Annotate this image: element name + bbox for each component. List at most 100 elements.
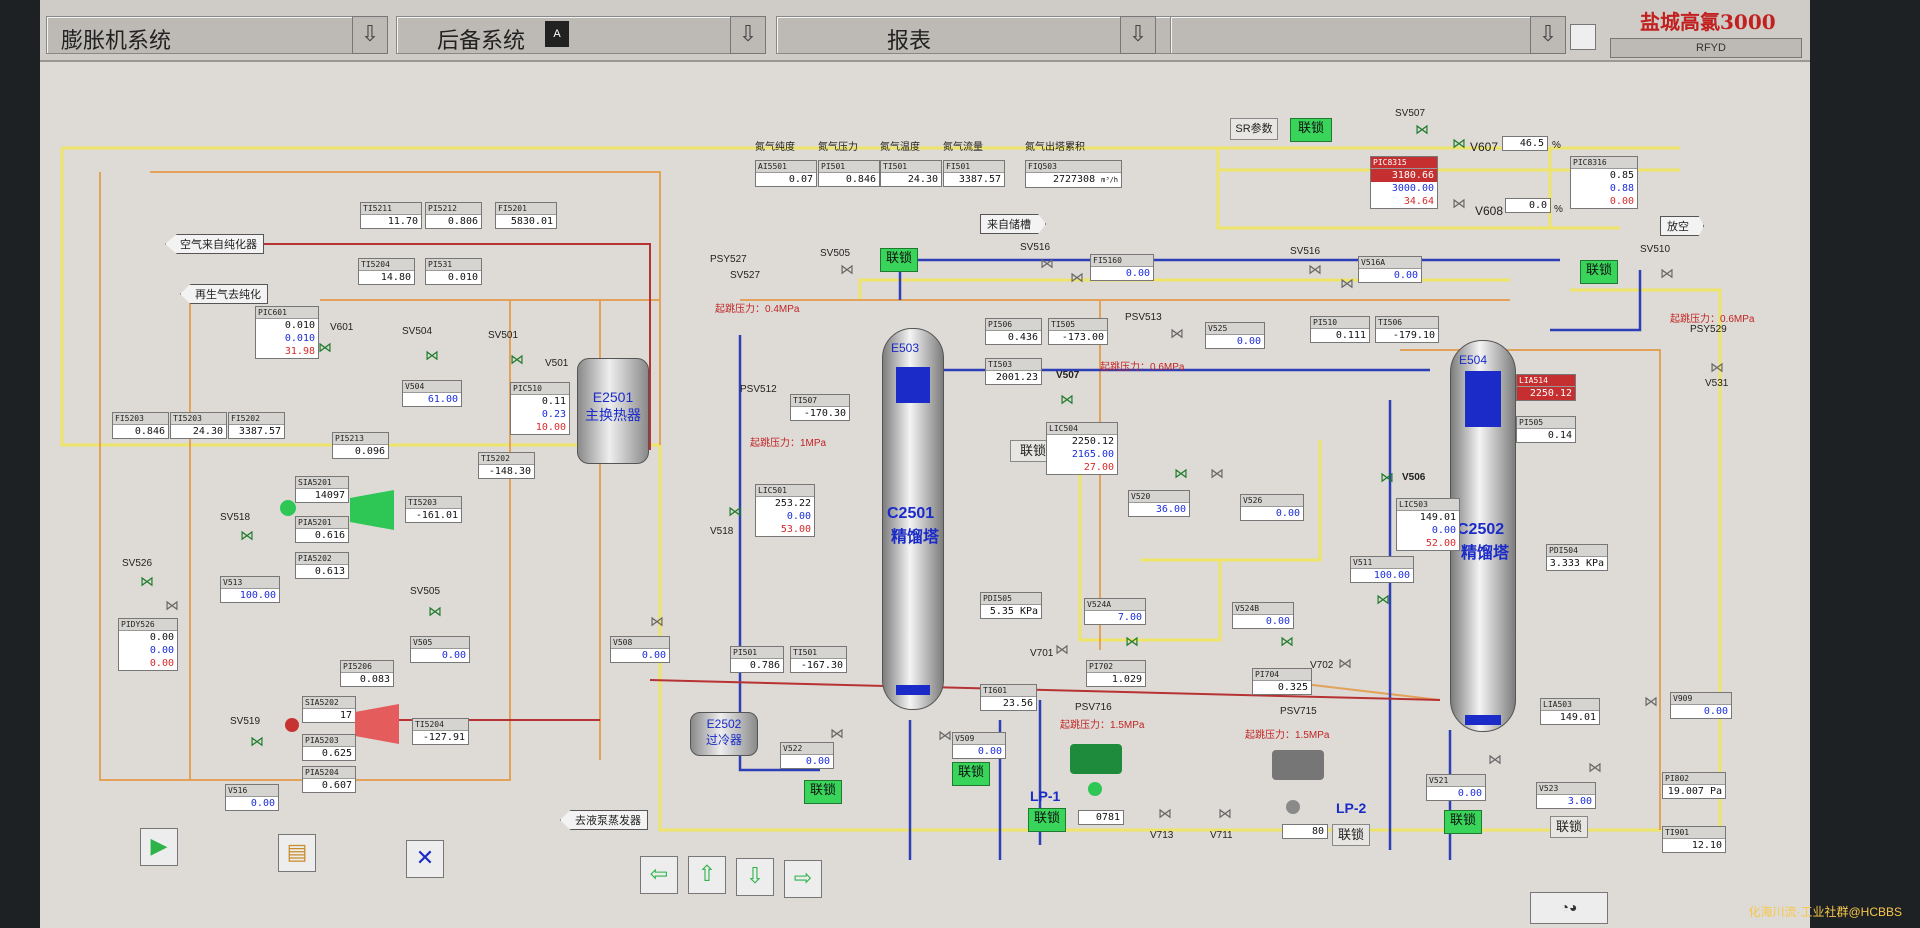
- sv504-valve-icon[interactable]: ⋈: [425, 347, 439, 363]
- folder-button[interactable]: ▤: [278, 834, 316, 872]
- v507-valve-icon[interactable]: ⋈: [1060, 391, 1074, 407]
- e2501-heat-exchanger[interactable]: E2501 主换热器: [577, 358, 649, 464]
- sv505-valve-icon[interactable]: ⋈: [428, 603, 442, 619]
- v607-valve-icon[interactable]: ⋈: [1452, 135, 1466, 151]
- booster-compressor-icon[interactable]: [355, 704, 399, 744]
- e2502-subcooler[interactable]: E2502 过冷器: [690, 712, 758, 756]
- ti506-readout[interactable]: TI506-179.10: [1375, 316, 1439, 343]
- nav-right-button[interactable]: ⇨: [784, 860, 822, 898]
- v601-valve-icon[interactable]: ⋈: [318, 339, 332, 355]
- v511-valve-icon[interactable]: ⋈: [1376, 591, 1390, 607]
- ti5202-readout[interactable]: TI5202-148.30: [478, 452, 535, 479]
- v525-valve-icon[interactable]: ⋈: [1170, 325, 1184, 341]
- sv516b-valve-icon[interactable]: ⋈: [1308, 261, 1322, 277]
- sr-params-button[interactable]: SR参数: [1230, 118, 1278, 140]
- interlock-button-sv505[interactable]: 联锁: [880, 248, 918, 272]
- extra-dropdown-button[interactable]: ⇩: [1530, 16, 1566, 54]
- interlock-button-v523[interactable]: 联锁: [1550, 816, 1588, 838]
- v524b-valve-icon[interactable]: ⋈: [1280, 633, 1294, 649]
- nav-up-button[interactable]: ⇧: [688, 856, 726, 894]
- interlock-button-v521[interactable]: 联锁: [1444, 810, 1482, 834]
- v516-main-valve-icon[interactable]: ⋈: [1070, 269, 1084, 285]
- backup-dropdown-button[interactable]: ⇩: [730, 16, 766, 54]
- lp2-readout[interactable]: 80: [1282, 824, 1328, 839]
- lp1-readout[interactable]: 0781: [1078, 810, 1124, 825]
- lp2-pump-icon[interactable]: [1272, 750, 1324, 780]
- v608-readout[interactable]: 0.0: [1505, 198, 1551, 213]
- v531-valve-icon[interactable]: ⋈: [1710, 359, 1724, 375]
- sv507-valve-icon[interactable]: ⋈: [1415, 121, 1429, 137]
- lp1-pump-icon[interactable]: [1070, 744, 1122, 774]
- system-logo-button[interactable]: ◔◕: [1530, 892, 1608, 924]
- ti507-readout[interactable]: TI507-170.30: [790, 394, 850, 421]
- v607-readout[interactable]: 46.5: [1502, 136, 1548, 151]
- interlock-button-v509[interactable]: 联锁: [952, 762, 990, 786]
- v701-valve-icon[interactable]: ⋈: [1055, 641, 1069, 657]
- ti505-readout[interactable]: TI505-173.00: [1048, 318, 1108, 345]
- printer-icon[interactable]: [1570, 24, 1596, 50]
- sv518-valve-icon[interactable]: ⋈: [240, 527, 254, 543]
- sv501-valve-icon[interactable]: ⋈: [510, 351, 524, 367]
- tab-backup-system[interactable]: 后备系统 A: [396, 16, 758, 54]
- interlock-button-lp2[interactable]: 联锁: [1332, 824, 1370, 846]
- c2502-distillation-column[interactable]: E504 C2502 精馏塔: [1450, 340, 1516, 732]
- v509-valve-icon[interactable]: ⋈: [938, 727, 952, 743]
- sv519-valve-icon[interactable]: ⋈: [250, 733, 264, 749]
- v518-valve-icon[interactable]: ⋈: [728, 503, 742, 519]
- ti5204b-readout[interactable]: TI5204-127.91: [412, 718, 469, 745]
- sv505b-valve-icon[interactable]: ⋈: [840, 261, 854, 277]
- v702-valve-icon[interactable]: ⋈: [1338, 655, 1352, 671]
- sv526-valve-icon[interactable]: ⋈: [140, 573, 154, 589]
- v523-valve-icon[interactable]: ⋈: [1588, 759, 1602, 775]
- v608-valve-icon[interactable]: ⋈: [1452, 195, 1466, 211]
- start-play-button[interactable]: ▶: [140, 828, 178, 866]
- ti5203b-readout[interactable]: TI5203-161.01: [405, 496, 462, 523]
- tab-extra[interactable]: [1170, 16, 1552, 54]
- v526-main-valve-icon[interactable]: ⋈: [1210, 465, 1224, 481]
- report-dropdown-button[interactable]: ⇩: [1120, 16, 1156, 54]
- interlock-button-top[interactable]: 联锁: [1290, 118, 1332, 142]
- tab-report[interactable]: 报表: [776, 16, 1178, 54]
- v711-valve-icon[interactable]: ⋈: [1218, 805, 1232, 821]
- nav-left-button[interactable]: ⇦: [640, 856, 678, 894]
- trend-button[interactable]: ✕: [406, 840, 444, 878]
- v909-valve-icon[interactable]: ⋈: [1644, 693, 1658, 709]
